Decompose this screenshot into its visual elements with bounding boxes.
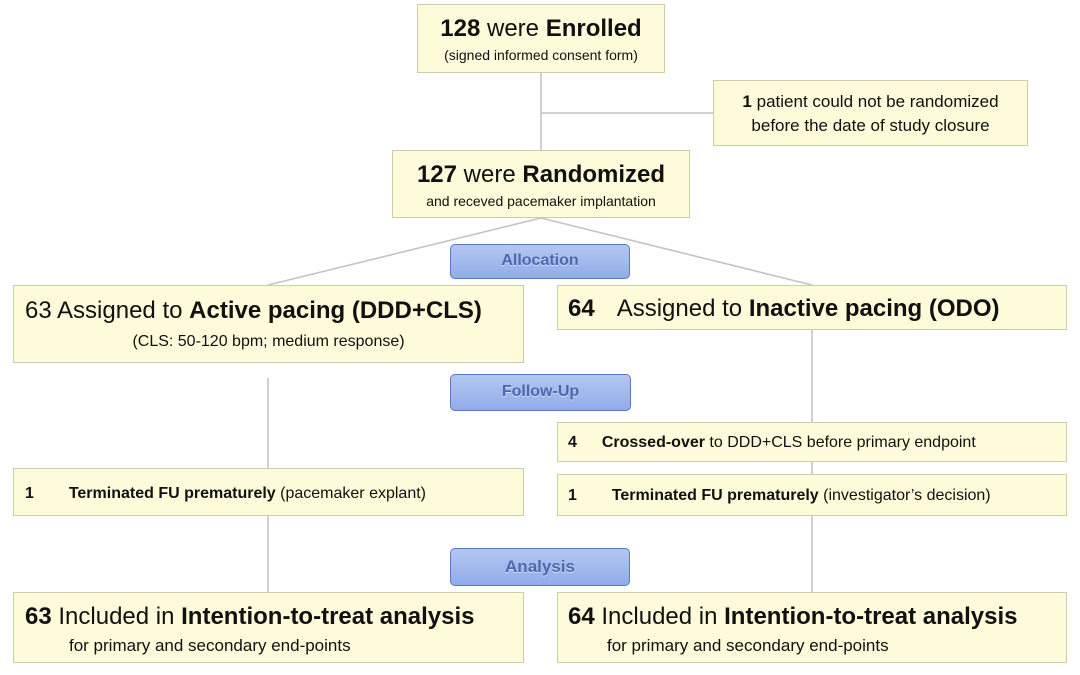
analysis-label: Analysis — [450, 548, 630, 586]
active-arm-label: Active pacing (DDD+CLS) — [189, 297, 482, 324]
crossover-box: 4 Crossed-over to DDD+CLS before primary… — [557, 422, 1067, 462]
enrolled-verb: were — [487, 15, 540, 42]
inactive-analysis-prefix: Included in — [601, 603, 718, 630]
randomized-label: Randomized — [522, 161, 666, 188]
active-analysis-note: for primary and secondary end-points — [69, 636, 351, 655]
inactive-terminated-count: 1 — [568, 487, 577, 504]
crossover-label: Crossed-over — [601, 434, 705, 451]
inactive-analysis-box: 64 Included in Intention-to-treat analys… — [557, 592, 1067, 663]
excluded-count: 1 — [742, 92, 752, 111]
active-arm-count: 63 — [25, 297, 52, 324]
allocation-label: Allocation — [450, 244, 630, 279]
inactive-analysis-note: for primary and secondary end-points — [607, 636, 889, 655]
inactive-arm-count: 64 — [568, 295, 595, 322]
active-terminated-box: 1 Terminated FU prematurely (pacemaker e… — [13, 468, 524, 516]
inactive-analysis-label: Intention-to-treat analysis — [724, 603, 1018, 630]
active-analysis-prefix: Included in — [58, 603, 175, 630]
crossover-count: 4 — [568, 434, 577, 451]
active-terminated-reason: (pacemaker explant) — [280, 485, 426, 502]
inactive-analysis-count: 64 — [568, 603, 595, 630]
inactive-arm-box: 64 Assigned to Inactive pacing (ODO) — [557, 285, 1067, 330]
active-terminated-label: Terminated FU prematurely — [68, 485, 276, 502]
excluded-text-1: patient could not be randomized — [756, 92, 999, 111]
active-arm-note: (CLS: 50-120 bpm; medium response) — [132, 333, 405, 350]
crossover-text: to DDD+CLS before primary endpoint — [709, 434, 976, 451]
randomized-box: 127 were Randomized and receved pacemake… — [392, 150, 690, 218]
followup-label: Follow-Up — [450, 374, 631, 411]
excluded-text-2: before the date of study closure — [751, 116, 990, 135]
inactive-terminated-reason: (investigator’s decision) — [823, 487, 991, 504]
inactive-terminated-label: Terminated FU prematurely — [611, 487, 819, 504]
active-terminated-count: 1 — [25, 485, 34, 502]
inactive-terminated-box: 1 Terminated FU prematurely (investigato… — [557, 474, 1067, 516]
excluded-box: 1 patient could not be randomized before… — [713, 80, 1028, 146]
connector-randomized-to-inactive — [540, 217, 813, 286]
active-analysis-label: Intention-to-treat analysis — [181, 603, 475, 630]
active-arm-box: 63 Assigned to Active pacing (DDD+CLS) (… — [13, 285, 524, 363]
active-arm-prefix: Assigned to — [57, 297, 183, 324]
enrolled-count: 128 — [440, 15, 481, 42]
inactive-arm-prefix: Assigned to — [616, 295, 743, 322]
randomized-verb: were — [463, 161, 516, 188]
randomized-note: and receved pacemaker implantation — [426, 193, 656, 209]
enrolled-note: (signed informed consent form) — [444, 47, 638, 63]
active-analysis-count: 63 — [25, 603, 52, 630]
connector-randomized-to-active — [267, 217, 542, 286]
enrolled-label: Enrolled — [545, 15, 642, 42]
randomized-count: 127 — [416, 161, 457, 188]
active-analysis-box: 63 Included in Intention-to-treat analys… — [13, 592, 524, 663]
inactive-arm-label: Inactive pacing (ODO) — [748, 295, 1000, 322]
enrolled-box: 128 were Enrolled (signed informed conse… — [417, 4, 665, 73]
